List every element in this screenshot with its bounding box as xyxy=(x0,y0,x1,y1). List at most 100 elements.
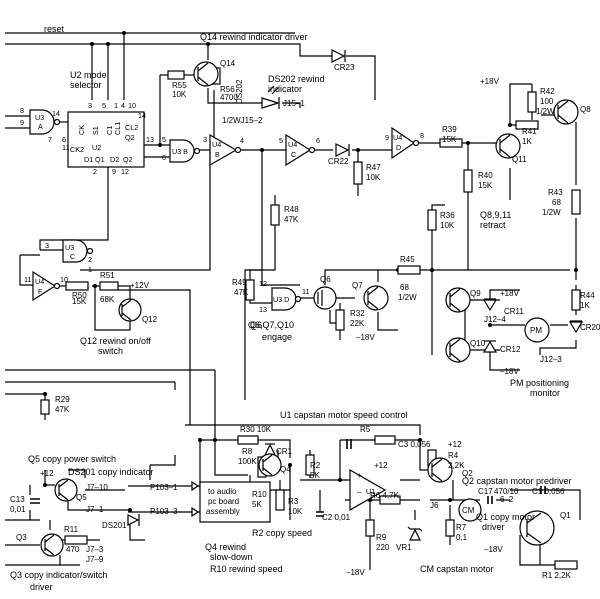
svg-text:68: 68 xyxy=(552,198,561,207)
svg-text:J7–10: J7–10 xyxy=(86,483,108,492)
svg-text:R39: R39 xyxy=(442,125,457,134)
svg-text:driver: driver xyxy=(30,582,53,592)
svg-text:R45: R45 xyxy=(400,255,415,264)
svg-text:P103–3: P103–3 xyxy=(150,507,178,516)
svg-text:monitor: monitor xyxy=(530,388,560,398)
svg-text:2: 2 xyxy=(88,255,92,264)
svg-text:12: 12 xyxy=(259,279,267,288)
svg-text:2,2K: 2,2K xyxy=(448,461,465,470)
svg-text:Q7: Q7 xyxy=(352,281,363,290)
svg-text:Q9: Q9 xyxy=(470,289,481,298)
svg-text:C1 0,056: C1 0,056 xyxy=(532,487,565,496)
svg-text:U2: U2 xyxy=(92,143,101,152)
svg-text:J7–3: J7–3 xyxy=(86,545,104,554)
svg-text:R32: R32 xyxy=(350,309,365,318)
svg-text:DS201: DS201 xyxy=(102,521,127,530)
svg-text:470/10: 470/10 xyxy=(494,487,519,496)
svg-text:CK: CK xyxy=(77,125,86,135)
svg-text:6–2: 6–2 xyxy=(500,495,514,504)
svg-text:J7–1: J7–1 xyxy=(86,505,104,514)
svg-text:Q6: Q6 xyxy=(320,275,331,284)
svg-text:15K: 15K xyxy=(72,297,87,306)
svg-text:12: 12 xyxy=(121,167,129,176)
svg-text:U4: U4 xyxy=(288,140,297,149)
svg-text:Q1 copy motor: Q1 copy motor xyxy=(476,512,535,522)
svg-text:R56: R56 xyxy=(220,85,235,94)
svg-text:+: + xyxy=(357,471,362,480)
svg-text:C17: C17 xyxy=(478,487,493,496)
svg-text:U4: U4 xyxy=(212,140,221,149)
text-labels: reset Q14 rewind indicator driver U2 mod… xyxy=(10,24,600,592)
svg-text:S1: S1 xyxy=(91,126,100,135)
svg-text:CR23: CR23 xyxy=(334,63,355,72)
svg-text:9: 9 xyxy=(385,133,389,142)
svg-text:2: 2 xyxy=(93,167,97,176)
svg-text:6: 6 xyxy=(62,135,66,144)
svg-text:CR22: CR22 xyxy=(328,157,349,166)
svg-text:assembly: assembly xyxy=(206,507,240,516)
svg-text:R40: R40 xyxy=(478,171,493,180)
svg-text:R51: R51 xyxy=(100,271,115,280)
svg-text:Q3: Q3 xyxy=(16,533,27,542)
svg-text:1/2WJ15–2: 1/2WJ15–2 xyxy=(222,116,263,125)
svg-text:D: D xyxy=(396,143,401,152)
svg-text:U3: U3 xyxy=(65,243,74,252)
svg-text:U1 capstan motor speed control: U1 capstan motor speed control xyxy=(280,410,408,420)
svg-text:Q4: Q4 xyxy=(280,465,291,474)
svg-text:R9: R9 xyxy=(376,533,387,542)
svg-text:R2: R2 xyxy=(310,461,321,470)
svg-text:engage: engage xyxy=(262,332,292,342)
svg-text:Q2: Q2 xyxy=(125,133,135,142)
misc-components: PM CM – + U1 xyxy=(30,317,550,523)
svg-text:Q5: Q5 xyxy=(76,493,87,502)
svg-text:retract: retract xyxy=(480,220,506,230)
svg-text:U3: U3 xyxy=(35,113,44,122)
svg-text:22K: 22K xyxy=(350,319,365,328)
svg-text:+12: +12 xyxy=(40,469,54,478)
svg-text:1/2W: 1/2W xyxy=(536,107,555,116)
diodes xyxy=(127,49,584,541)
svg-text:Q10: Q10 xyxy=(470,339,486,348)
svg-text:10K: 10K xyxy=(440,221,455,230)
u4c-inverter: U4 C 5 6 xyxy=(279,133,320,167)
svg-text:5: 5 xyxy=(279,136,283,145)
svg-text:68K: 68K xyxy=(100,295,115,304)
svg-text:indicator: indicator xyxy=(268,84,302,94)
svg-text:CR12: CR12 xyxy=(500,345,521,354)
svg-text:D1: D1 xyxy=(84,155,93,164)
svg-text:J12–4: J12–4 xyxy=(484,315,506,324)
svg-text:10: 10 xyxy=(60,275,68,284)
svg-text:6: 6 xyxy=(162,153,166,162)
svg-text:R4: R4 xyxy=(448,451,459,460)
svg-text:R55: R55 xyxy=(172,81,187,90)
svg-text:R30 10K: R30 10K xyxy=(240,425,272,434)
svg-text:CR11: CR11 xyxy=(504,307,524,316)
svg-text:R7: R7 xyxy=(456,523,467,532)
svg-text:–18V: –18V xyxy=(346,568,365,577)
svg-text:C: C xyxy=(70,252,75,261)
svg-text:7: 7 xyxy=(48,135,52,144)
svg-text:DS201 copy indicator: DS201 copy indicator xyxy=(68,467,154,477)
svg-text:+12: +12 xyxy=(448,440,462,449)
u3b-gate: U3 B 5 6 xyxy=(162,135,201,163)
svg-text:U3 B: U3 B xyxy=(172,147,188,156)
svg-text:J15–1: J15–1 xyxy=(283,99,305,108)
svg-text:switch: switch xyxy=(98,346,123,356)
svg-text:R1 2,2K: R1 2,2K xyxy=(542,571,572,580)
svg-text:pc board: pc board xyxy=(208,497,239,506)
svg-text:+18V: +18V xyxy=(480,77,500,86)
svg-text:68: 68 xyxy=(400,283,409,292)
svg-text:CR1: CR1 xyxy=(276,447,293,456)
svg-text:U1: U1 xyxy=(366,487,375,496)
svg-text:R41: R41 xyxy=(522,127,537,136)
u4b-inverter: U4 B 3 4 xyxy=(203,133,244,167)
svg-text:14: 14 xyxy=(52,109,60,118)
svg-text:5K: 5K xyxy=(310,471,320,480)
svg-text:14: 14 xyxy=(138,111,146,120)
svg-text:F: F xyxy=(38,287,43,296)
svg-text:1/2W: 1/2W xyxy=(398,293,417,302)
svg-text:CM capstan motor: CM capstan motor xyxy=(420,564,494,574)
u4d-inverter: U4 D 9 8 xyxy=(385,126,424,160)
svg-text:–: – xyxy=(357,488,362,497)
svg-text:B: B xyxy=(215,150,220,159)
